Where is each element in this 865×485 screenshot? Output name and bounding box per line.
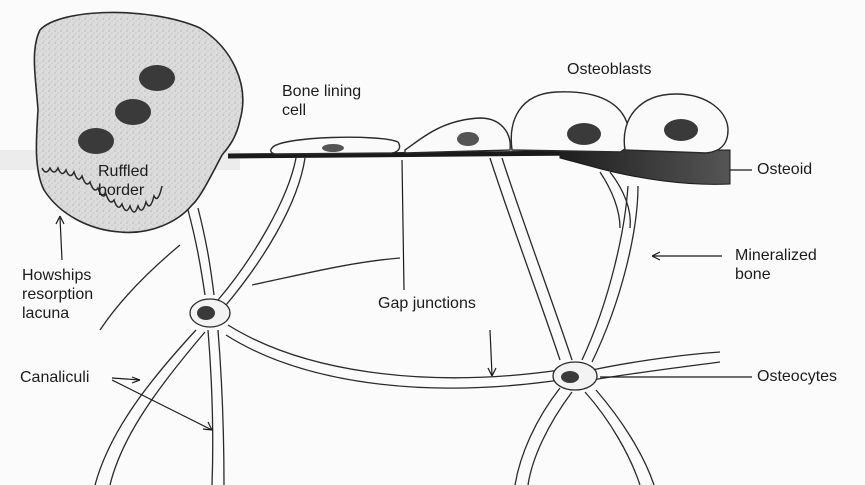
osteocyte-left-nucleus bbox=[197, 306, 215, 320]
label-howships-lacuna: Howships resorption lacuna bbox=[22, 266, 93, 323]
osteoclast-nucleus bbox=[139, 65, 175, 91]
osteoid-layer bbox=[560, 150, 730, 184]
label-osteocytes: Osteocytes bbox=[757, 367, 837, 386]
bone-lining-nucleus bbox=[322, 144, 344, 152]
osteoblast-nucleus bbox=[567, 123, 601, 145]
label-osteoid: Osteoid bbox=[757, 160, 812, 179]
flat-osteoblast-nucleus bbox=[457, 132, 479, 146]
osteoblast-nucleus bbox=[664, 119, 698, 141]
label-ruffled-border: Ruffled border bbox=[98, 162, 148, 200]
osteoclast-nucleus bbox=[78, 128, 114, 154]
osteoblast-cell bbox=[511, 92, 629, 152]
label-gap-junctions: Gap junctions bbox=[378, 294, 476, 313]
osteocyte-right-nucleus bbox=[561, 371, 579, 383]
label-mineralized-bone: Mineralized bone bbox=[735, 246, 817, 284]
flat-osteoblast bbox=[405, 118, 510, 153]
label-canaliculi: Canaliculi bbox=[20, 368, 89, 387]
osteoclast-nucleus bbox=[115, 99, 151, 125]
label-bone-lining-cell: Bone lining cell bbox=[282, 82, 361, 120]
label-osteoblasts: Osteoblasts bbox=[567, 60, 651, 79]
